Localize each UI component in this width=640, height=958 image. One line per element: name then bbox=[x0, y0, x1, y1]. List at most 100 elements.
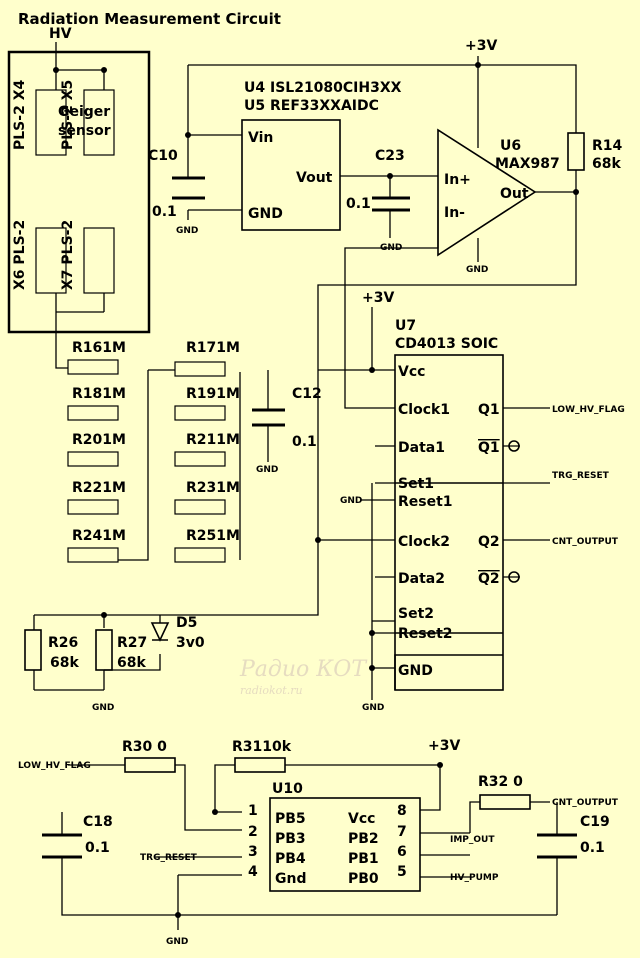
wires bbox=[33, 42, 577, 930]
u10-pin3: 3 bbox=[248, 844, 258, 860]
u6-inp: In+ bbox=[444, 172, 471, 188]
u7-clock1: Clock1 bbox=[398, 402, 450, 418]
u7-clock2: Clock2 bbox=[398, 534, 450, 550]
u10-pb2: PB2 bbox=[348, 831, 379, 847]
u7-reset1: Reset1 bbox=[398, 494, 453, 510]
r21-label: R211M bbox=[186, 432, 240, 448]
schematic-title: Radiation Measurement Circuit bbox=[18, 10, 281, 28]
net-low-hv-flag-2: LOW_HV_FLAG bbox=[18, 761, 91, 771]
c23-value: 0.1 bbox=[346, 196, 371, 212]
u7-vcc: Vcc bbox=[398, 364, 425, 380]
r32-label: R32 0 bbox=[478, 774, 523, 790]
u7-q1: Q1 bbox=[478, 402, 500, 418]
u10-pin1: 1 bbox=[248, 803, 258, 819]
c19-label: C19 bbox=[580, 814, 610, 830]
r20-label: R201M bbox=[72, 432, 126, 448]
net-hv-pump: HV_PUMP bbox=[450, 873, 499, 883]
r17-label: R171M bbox=[186, 340, 240, 356]
u4-gnd: GND bbox=[248, 206, 283, 222]
u10-pin2: 2 bbox=[248, 824, 258, 840]
u7-q2bar: Q2 bbox=[478, 571, 500, 587]
r27-label: R27 bbox=[117, 635, 147, 651]
c18-label: C18 bbox=[83, 814, 113, 830]
gnd-label-reset1: GND bbox=[340, 496, 362, 506]
c12-value: 0.1 bbox=[292, 434, 317, 450]
junction-dots bbox=[53, 62, 579, 918]
u10-pb4: PB4 bbox=[275, 851, 306, 867]
c19-value: 0.1 bbox=[580, 840, 605, 856]
resistor-chain bbox=[67, 359, 226, 563]
u10-pb5: PB5 bbox=[275, 811, 306, 827]
u7-q2: Q2 bbox=[478, 534, 500, 550]
c18-value: 0.1 bbox=[85, 840, 110, 856]
u6-inm: In- bbox=[444, 205, 465, 221]
watermark-logo: Радио КОТ bbox=[239, 657, 368, 682]
u10-gnd: Gnd bbox=[275, 871, 306, 887]
gnd-label-u7: GND bbox=[362, 703, 384, 713]
r14-label: R14 bbox=[592, 138, 623, 154]
u10-pin8: 8 bbox=[397, 803, 407, 819]
gnd-label-c10: GND bbox=[176, 226, 198, 236]
gnd-label-r26: GND bbox=[92, 703, 114, 713]
u10-vcc: Vcc bbox=[348, 811, 375, 827]
u7-data2: Data2 bbox=[398, 571, 445, 587]
r25-label: R251M bbox=[186, 528, 240, 544]
u10-pin6: 6 bbox=[397, 844, 407, 860]
gnd-label-u10: GND bbox=[166, 937, 188, 947]
x7-label: X7 PLS-2 bbox=[60, 220, 76, 290]
c23-label: C23 bbox=[375, 148, 405, 164]
c10-value: 0.1 bbox=[152, 204, 177, 220]
ic-bodies bbox=[24, 119, 585, 892]
r31-label: R3110k bbox=[232, 739, 292, 755]
u6-part: MAX987 bbox=[495, 156, 560, 172]
u10-pb0: PB0 bbox=[348, 871, 379, 887]
d5-value: 3v0 bbox=[176, 635, 205, 651]
u10-pb1: PB1 bbox=[348, 851, 379, 867]
u7-set1: Set1 bbox=[398, 476, 434, 492]
u10-pin4: 4 bbox=[248, 864, 258, 880]
u4-vout: Vout bbox=[296, 170, 333, 186]
u6-label: U6 bbox=[500, 138, 521, 154]
u10-pin7: 7 bbox=[397, 824, 407, 840]
watermark-url: radiokot.ru bbox=[240, 684, 303, 697]
u7-gnd: GND bbox=[398, 663, 433, 679]
r24-label: R241M bbox=[72, 528, 126, 544]
connectors bbox=[35, 89, 115, 294]
gnd-label-c12: GND bbox=[256, 465, 278, 475]
sensor-label-2: sensor bbox=[58, 123, 111, 139]
x4-label: PLS-2 X4 bbox=[12, 80, 28, 150]
net-cnt-output-2: CNT_OUTPUT bbox=[552, 798, 619, 808]
gnd-label-c23: GND bbox=[380, 243, 402, 253]
r30-label: R30 0 bbox=[122, 739, 167, 755]
r19-label: R191M bbox=[186, 386, 240, 402]
u7-label: U7 bbox=[395, 318, 416, 334]
u4-label: U4 ISL21080CIH3XX bbox=[244, 80, 402, 96]
hv-label: HV bbox=[49, 26, 72, 42]
net-low-hv-flag: LOW_HV_FLAG bbox=[552, 405, 625, 415]
r26-label: R26 bbox=[48, 635, 78, 651]
r14-value: 68k bbox=[592, 156, 621, 172]
net-trg-reset: TRG_RESET bbox=[552, 471, 610, 481]
u7-set2: Set2 bbox=[398, 606, 434, 622]
u5-label: U5 REF33XXAIDC bbox=[244, 98, 379, 114]
u7-q1bar: Q1 bbox=[478, 440, 500, 456]
plus3v-label-u7: +3V bbox=[362, 290, 394, 306]
d5-label: D5 bbox=[176, 615, 197, 631]
net-trg-reset-2: TRG_RESET bbox=[140, 853, 198, 863]
r16-label: R161M bbox=[72, 340, 126, 356]
u10-pin5: 5 bbox=[397, 864, 407, 880]
c12-label: C12 bbox=[292, 386, 322, 402]
u7-data1: Data1 bbox=[398, 440, 445, 456]
u4-vin: Vin bbox=[248, 130, 273, 146]
plus3v-label-u10: +3V bbox=[428, 738, 460, 754]
x6-label: X6 PLS-2 bbox=[12, 220, 28, 290]
r22-label: R221M bbox=[72, 480, 126, 496]
r18-label: R181M bbox=[72, 386, 126, 402]
r27-value: 68k bbox=[117, 655, 146, 671]
u10-label: U10 bbox=[272, 781, 303, 797]
u10-pb3: PB3 bbox=[275, 831, 306, 847]
r26-value: 68k bbox=[50, 655, 79, 671]
net-cnt-output: CNT_OUTPUT bbox=[552, 537, 619, 547]
